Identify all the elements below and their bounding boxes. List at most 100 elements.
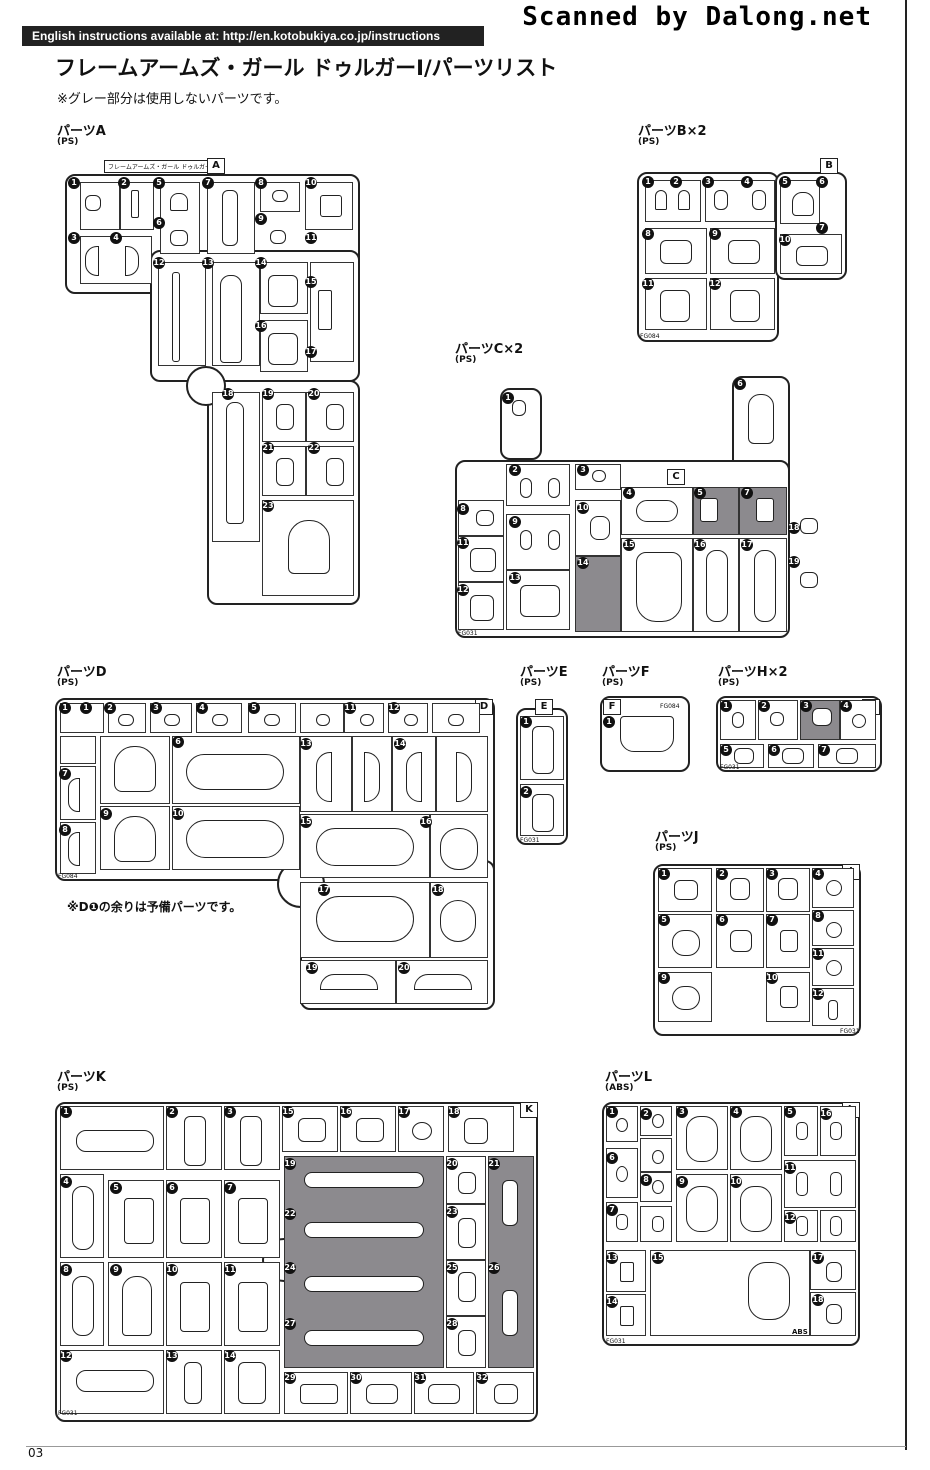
num-k26: 26 bbox=[488, 1262, 500, 1274]
part-j2 bbox=[730, 878, 750, 900]
num-c12: 12 bbox=[457, 584, 469, 596]
num-d2: 2 bbox=[104, 702, 116, 714]
num-b2: 2 bbox=[670, 176, 682, 188]
num-d6: 6 bbox=[172, 736, 184, 748]
runner-b-material: (PS) bbox=[638, 137, 660, 147]
part-j9 bbox=[672, 986, 700, 1010]
num-c1: 1 bbox=[502, 392, 514, 404]
num-d5: 5 bbox=[248, 702, 260, 714]
part-k12 bbox=[76, 1370, 154, 1392]
part-k14 bbox=[238, 1362, 266, 1404]
runner-h-code: FG031 bbox=[720, 764, 740, 771]
part-a19 bbox=[276, 404, 294, 430]
part-j11 bbox=[826, 960, 842, 976]
part-c18 bbox=[800, 518, 818, 534]
part-k19 bbox=[304, 1172, 424, 1188]
num-b10: 10 bbox=[779, 234, 791, 246]
num-k28: 28 bbox=[446, 1318, 458, 1330]
part-k17 bbox=[412, 1122, 432, 1140]
num-l5: 5 bbox=[784, 1106, 796, 1118]
page-edge-line bbox=[905, 0, 907, 1450]
num-a8: 8 bbox=[255, 177, 267, 189]
num-c8: 8 bbox=[457, 503, 469, 515]
part-d18 bbox=[440, 900, 476, 942]
num-j2: 2 bbox=[716, 868, 728, 880]
runner-l-material: (ABS) bbox=[605, 1083, 634, 1093]
part-d20 bbox=[414, 974, 472, 990]
part-d11 bbox=[360, 714, 374, 726]
part-d5 bbox=[264, 714, 280, 726]
num-a11: 11 bbox=[305, 232, 317, 244]
part-h5 bbox=[734, 748, 754, 764]
num-h2: 2 bbox=[758, 700, 770, 712]
part-j8 bbox=[826, 922, 842, 938]
part-k16 bbox=[356, 1118, 384, 1142]
part-l12 bbox=[796, 1216, 808, 1236]
runner-e-code: FG031 bbox=[520, 837, 540, 844]
num-k1: 1 bbox=[60, 1106, 72, 1118]
num-k31: 31 bbox=[414, 1372, 426, 1384]
runner-c-label: パーツC×2 bbox=[455, 342, 524, 357]
part-l4 bbox=[740, 1116, 772, 1162]
part-a12 bbox=[172, 272, 180, 362]
part-k3 bbox=[240, 1116, 262, 1166]
part-d16 bbox=[440, 828, 478, 870]
part-f1 bbox=[620, 716, 674, 752]
num-c14: 14 bbox=[577, 557, 589, 569]
part-a7 bbox=[222, 190, 238, 246]
part-k31 bbox=[428, 1384, 460, 1404]
num-d20: 20 bbox=[398, 962, 410, 974]
part-d8 bbox=[68, 832, 80, 866]
part-c11 bbox=[470, 548, 496, 572]
part-k15 bbox=[298, 1118, 326, 1142]
num-h4: 4 bbox=[840, 700, 852, 712]
part-d15 bbox=[456, 752, 472, 802]
num-l16: 16 bbox=[820, 1108, 832, 1120]
runner-b-tag: B bbox=[820, 158, 838, 174]
num-l18: 18 bbox=[812, 1294, 824, 1306]
part-c19 bbox=[800, 572, 818, 588]
num-b6: 6 bbox=[816, 176, 828, 188]
part-k22 bbox=[304, 1222, 424, 1238]
part-a23 bbox=[288, 520, 330, 574]
runner-h-label: パーツH×2 bbox=[718, 665, 788, 680]
part-a2 bbox=[131, 190, 139, 218]
part-c4 bbox=[636, 500, 678, 522]
num-k18: 18 bbox=[448, 1106, 460, 1118]
num-k12: 12 bbox=[60, 1350, 72, 1362]
num-l15: 15 bbox=[652, 1252, 664, 1264]
runner-k-material: (PS) bbox=[57, 1083, 79, 1093]
part-k11 bbox=[238, 1282, 268, 1332]
part-k13 bbox=[184, 1362, 202, 1404]
num-l9: 9 bbox=[676, 1176, 688, 1188]
num-d13: 13 bbox=[300, 738, 312, 750]
abs-mark: ABS bbox=[792, 1328, 808, 1336]
num-d10: 10 bbox=[172, 808, 184, 820]
part-b9 bbox=[728, 240, 760, 264]
part-d13 bbox=[316, 752, 332, 802]
runner-c-tag: C bbox=[667, 469, 685, 485]
part-k7 bbox=[238, 1198, 268, 1244]
part-l18 bbox=[826, 1304, 842, 1324]
num-a18: 18 bbox=[222, 388, 234, 400]
part-d14 bbox=[364, 752, 380, 802]
num-d4: 4 bbox=[196, 702, 208, 714]
num-k8: 8 bbox=[60, 1264, 72, 1276]
part-j6 bbox=[730, 930, 752, 952]
part-c10 bbox=[590, 516, 610, 540]
num-a19: 19 bbox=[262, 388, 274, 400]
runner-d-label: パーツD bbox=[57, 665, 107, 680]
part-k4 bbox=[72, 1186, 94, 1250]
num-d7: 7 bbox=[59, 768, 71, 780]
num-c16: 16 bbox=[694, 539, 706, 551]
num-b11: 11 bbox=[642, 278, 654, 290]
instructions-link-bar[interactable]: English instructions available at: http:… bbox=[22, 26, 484, 46]
num-k14: 14 bbox=[224, 1350, 236, 1362]
num-a12: 12 bbox=[153, 257, 165, 269]
num-j8: 8 bbox=[812, 910, 824, 922]
num-l11: 11 bbox=[784, 1162, 796, 1174]
num-d16: 16 bbox=[420, 816, 432, 828]
part-c5 bbox=[700, 498, 718, 522]
num-d8: 8 bbox=[59, 824, 71, 836]
part-j5 bbox=[672, 930, 700, 956]
